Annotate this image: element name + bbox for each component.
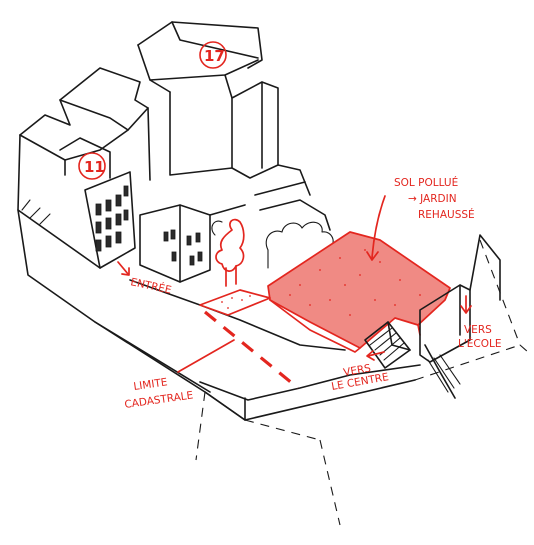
stairs <box>364 321 411 369</box>
tree-hedge <box>211 220 334 269</box>
building-11 <box>17 67 151 269</box>
cadastral-limit-line <box>203 310 300 390</box>
label-entree: ENTRÉE <box>129 275 172 296</box>
label-ecole-2: L'ÉCOLE <box>458 337 501 350</box>
label-sol-1: SOL POLLUÉ <box>394 176 458 189</box>
street-ground <box>17 209 529 526</box>
building-17 <box>137 21 311 196</box>
label-ecole-1: VERS <box>464 324 492 336</box>
label-centre-1: VERS <box>342 362 372 379</box>
label-sol-2: → JARDIN <box>408 193 457 205</box>
middle-houses <box>139 199 331 283</box>
building-number-right: 17 <box>204 47 225 65</box>
building-number-left: 11 <box>84 158 105 176</box>
polluted-garden-area <box>199 231 451 353</box>
red-tree <box>215 218 245 287</box>
annotation-arrows <box>117 195 472 373</box>
label-limite-1: LIMITE <box>133 376 168 393</box>
label-sol-3: REHAUSSÉ <box>418 208 475 221</box>
right-gate-wall <box>419 234 501 399</box>
